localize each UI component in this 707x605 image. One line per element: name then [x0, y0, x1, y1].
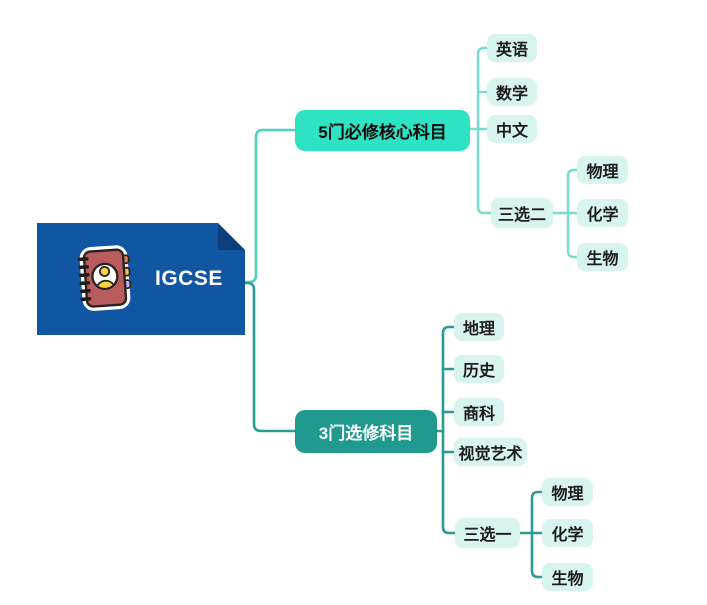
- node-business[interactable]: 商科: [454, 398, 504, 426]
- connector-chooseone-trunk-up: [530, 490, 544, 535]
- connector-root-to-core: [243, 128, 297, 284]
- connector-root-to-elective: [243, 281, 297, 433]
- connector-elective-trunk: [441, 325, 457, 535]
- node-english[interactable]: 英语: [487, 34, 537, 62]
- contact-book-icon: [73, 242, 137, 316]
- node-choose-two[interactable]: 三选二: [491, 198, 553, 228]
- node-history[interactable]: 历史: [454, 355, 504, 383]
- node-geography[interactable]: 地理: [454, 313, 504, 341]
- node-core-subjects[interactable]: 5门必修核心科目: [295, 110, 470, 151]
- connector-choosetwo-trunk-down: [566, 211, 579, 259]
- node-choose-one[interactable]: 三选一: [455, 518, 520, 548]
- node-biology-core[interactable]: 生物: [577, 243, 628, 271]
- node-elective-subjects[interactable]: 3门选修科目: [295, 410, 437, 453]
- node-physics-elective[interactable]: 物理: [542, 478, 593, 506]
- node-biology-elective[interactable]: 生物: [542, 563, 593, 591]
- node-visual-arts[interactable]: 视觉艺术: [454, 438, 527, 466]
- connector-core-trunk-up: [476, 46, 489, 131]
- node-igcse[interactable]: IGCSE: [37, 223, 245, 335]
- node-chemistry-core[interactable]: 化学: [577, 199, 628, 227]
- node-chemistry-elective[interactable]: 化学: [542, 519, 593, 547]
- root-label: IGCSE: [155, 267, 223, 290]
- connector-choosetwo-trunk-up: [566, 168, 579, 215]
- node-math[interactable]: 数学: [487, 78, 537, 106]
- node-chinese[interactable]: 中文: [487, 115, 537, 143]
- connector-core-trunk-down: [476, 127, 493, 215]
- node-physics-core[interactable]: 物理: [577, 156, 628, 184]
- connector-chooseone-trunk-down: [530, 531, 544, 579]
